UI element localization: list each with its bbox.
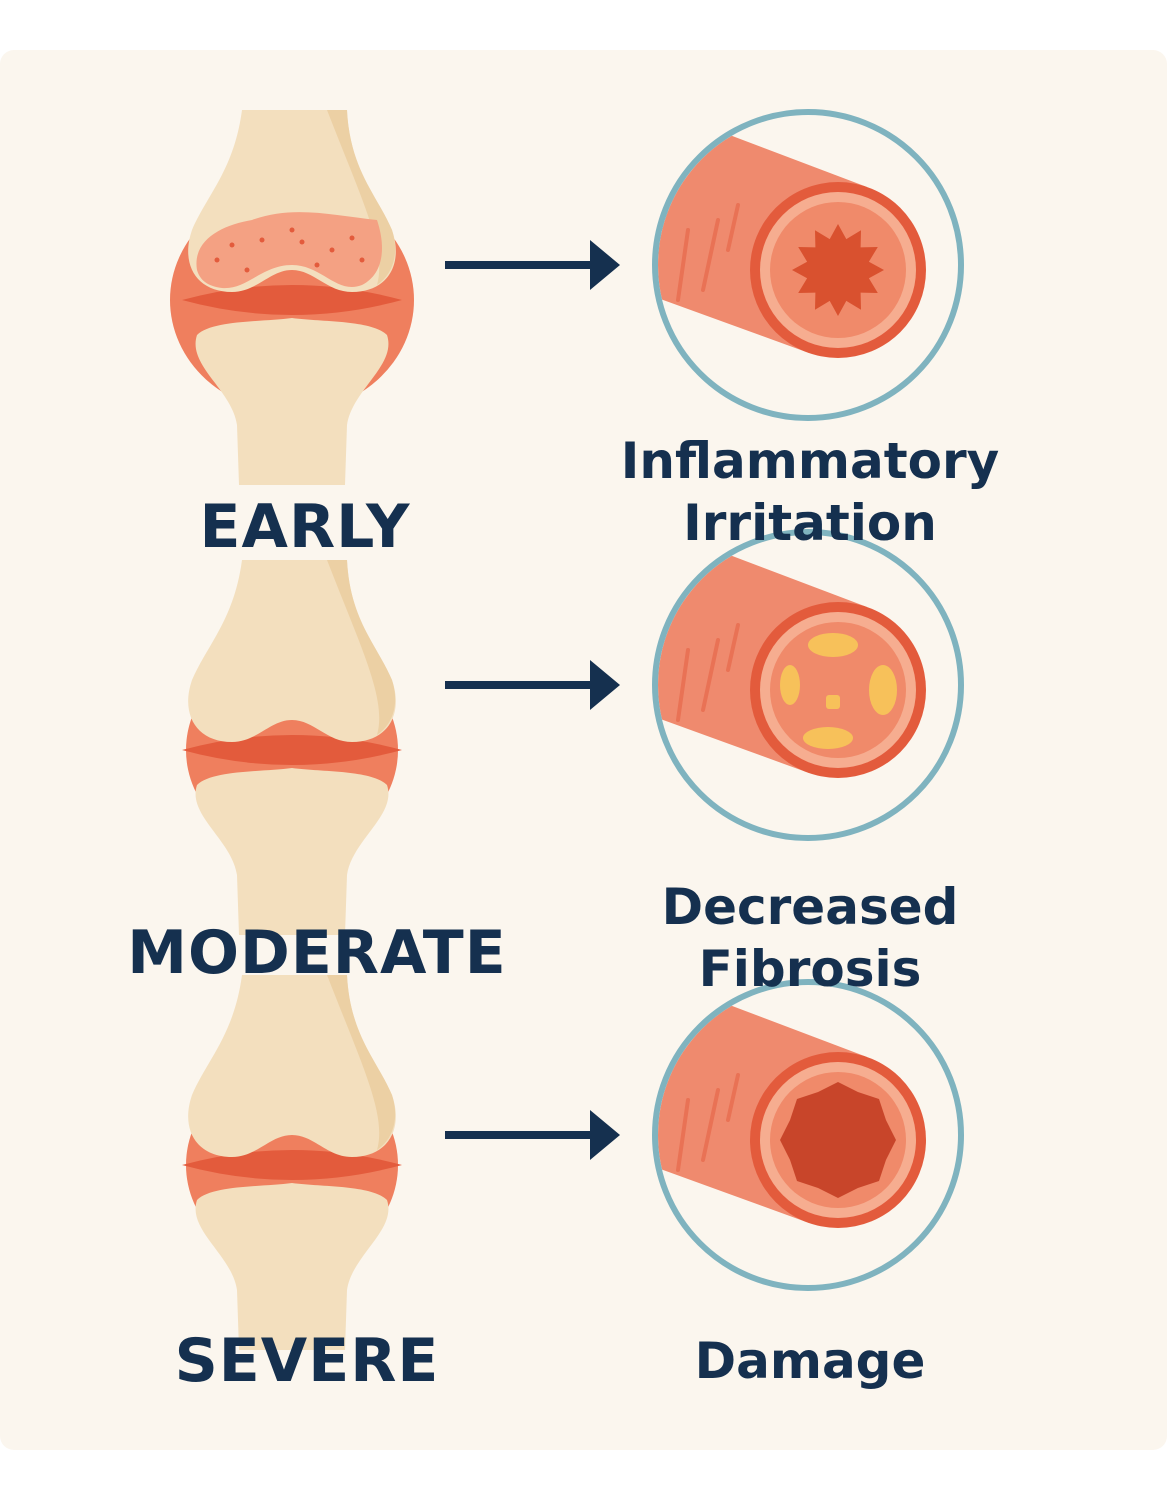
stage-label-moderate: MODERATE bbox=[127, 918, 507, 988]
inflammation-dot bbox=[359, 257, 365, 263]
vessel-texture bbox=[701, 218, 720, 292]
arrow-head-icon bbox=[590, 660, 620, 710]
vessel-texture bbox=[643, 660, 648, 730]
inflammation-dot bbox=[229, 242, 235, 248]
vessel-texture bbox=[676, 648, 690, 722]
lumen-inflamed bbox=[792, 224, 884, 316]
arrow-head-icon bbox=[590, 240, 620, 290]
inflammation-dot bbox=[329, 247, 335, 253]
joint-cartilage bbox=[182, 1150, 402, 1180]
outcome-line: Decreased bbox=[661, 878, 959, 936]
vessel-texture bbox=[676, 1098, 690, 1172]
bone-shading bbox=[327, 975, 396, 1150]
bone-shading bbox=[327, 560, 396, 735]
femur-bone bbox=[188, 975, 396, 1157]
vessel-texture bbox=[643, 1110, 648, 1180]
stage-early bbox=[170, 109, 964, 485]
inflammation-dot bbox=[349, 235, 355, 241]
outcome-severe: Damage bbox=[560, 1330, 1060, 1392]
outcome-moderate: Decreased Fibrosis bbox=[560, 876, 1060, 1000]
knee-joint bbox=[182, 975, 402, 1350]
outcome-early: Inflammatory Irritation bbox=[560, 430, 1060, 554]
inflamed-cartilage bbox=[196, 212, 382, 289]
vessel-texture bbox=[726, 203, 740, 252]
arrow-head-icon bbox=[590, 1110, 620, 1160]
vessel-texture bbox=[643, 240, 648, 310]
outcome-line: Inflammatory bbox=[620, 432, 1000, 490]
inflammation-dot bbox=[259, 237, 265, 243]
vessel-texture bbox=[701, 1088, 720, 1162]
tibia-bone bbox=[195, 768, 389, 935]
fibrosis-patch bbox=[808, 633, 858, 657]
joint-cartilage bbox=[182, 735, 402, 765]
knee-joint bbox=[170, 110, 414, 485]
fibrosis-patch bbox=[803, 727, 853, 749]
stage-label-early: EARLY bbox=[199, 492, 411, 562]
inflammation-dot bbox=[214, 257, 220, 263]
outcome-line: Irritation bbox=[683, 494, 937, 552]
stage-severe bbox=[182, 975, 964, 1350]
fibrosis-patch bbox=[780, 665, 800, 705]
vessel-texture bbox=[726, 1073, 740, 1122]
tibia-bone bbox=[195, 318, 389, 485]
femur-bone bbox=[188, 560, 396, 742]
vessel-texture bbox=[701, 638, 720, 712]
magnifier-ring bbox=[652, 529, 964, 841]
stage-moderate bbox=[182, 529, 964, 935]
inflammation-dot bbox=[244, 267, 250, 273]
stage-label-severe: SEVERE bbox=[174, 1326, 440, 1396]
magnifier-ring bbox=[652, 979, 964, 1291]
magnifier-ring bbox=[652, 109, 964, 421]
vessel-texture bbox=[726, 623, 740, 672]
fibrosis-patch bbox=[869, 665, 897, 715]
tibia-bone bbox=[195, 1183, 389, 1350]
lumen-damaged bbox=[780, 1082, 896, 1198]
knee-joint bbox=[182, 560, 402, 935]
vessel-texture bbox=[676, 228, 690, 302]
inflammation-dot bbox=[289, 227, 295, 233]
inflammation-dot bbox=[299, 239, 305, 245]
joint-cartilage bbox=[182, 285, 402, 315]
outcome-line: Damage bbox=[694, 1332, 926, 1390]
vessel-inner bbox=[770, 622, 906, 758]
outcome-line: Fibrosis bbox=[698, 940, 922, 998]
fibrosis-patch bbox=[826, 695, 840, 709]
inflammation-dot bbox=[314, 262, 320, 268]
